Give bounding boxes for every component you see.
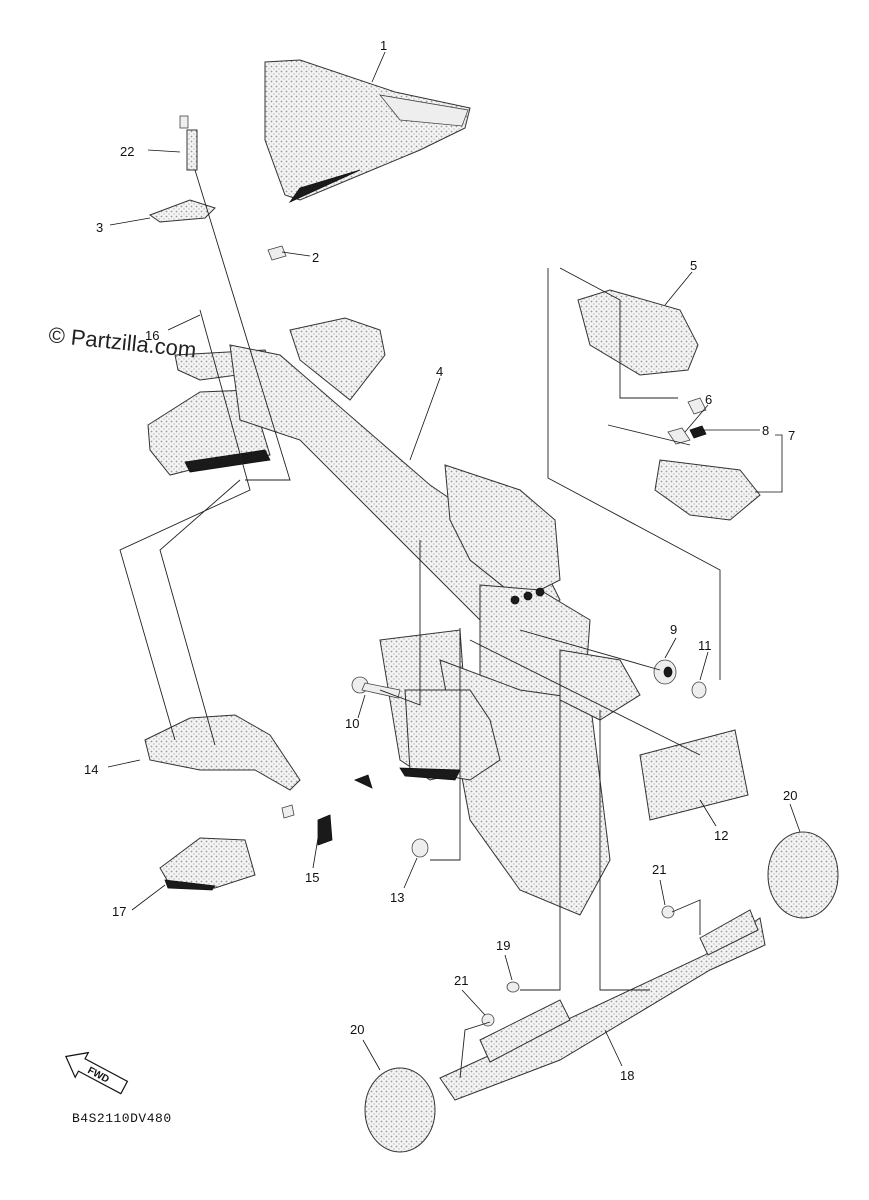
part-13-nut [411,838,429,858]
callout-7: 7 [788,428,795,443]
callout-17: 17 [112,904,126,919]
callout-2: 2 [312,250,319,265]
diagram-code: B4S2110DV480 [72,1111,172,1126]
part-7-tail-lamp-assembly [654,397,761,521]
callout-15: 15 [305,870,319,885]
forward-direction-arrow-icon: FWD [64,1051,129,1095]
callout-18: 18 [620,1068,634,1083]
part-11-nut [691,681,707,699]
leader-lines [107,51,801,1071]
callout-1: 1 [380,38,387,53]
callout-11: 11 [698,638,712,653]
part-17-bracket [159,837,256,891]
callout-3: 3 [96,220,103,235]
callout-10: 10 [345,716,359,731]
part-1-upper-cover [264,59,471,203]
part-9-bush [653,659,677,685]
callout-13: 13 [390,890,404,905]
part-21-bolt-right [661,905,675,919]
part-22-bolt [179,115,198,171]
part-18-flasher-stay [439,909,766,1101]
callout-19: 19 [496,938,510,953]
part-15-clip [281,774,373,846]
part-21-bolt-left [481,1013,495,1027]
callout-22: 22 [120,144,134,159]
callout-20-left: 20 [350,1022,364,1037]
partzilla-watermark: © Partzilla.com [47,322,197,362]
part-4-rear-frame [229,344,641,916]
part-5-tail-lamp-cover [577,289,699,376]
callout-14: 14 [84,762,98,777]
callout-6: 6 [705,392,712,407]
part-14-bracket [144,714,301,791]
callout-numbers: 1 2 3 22 16 4 5 6 8 7 9 11 10 12 14 15 1… [84,38,797,1083]
assembly-guide-lines [119,169,721,1079]
callout-20-right: 20 [783,788,797,803]
callout-21-right: 21 [652,862,666,877]
part-3-bracket [148,199,216,223]
part-20-flasher-light-right [767,831,839,919]
callout-5: 5 [690,258,697,273]
part-20-flasher-light-left [364,1067,436,1153]
callout-16: 16 [145,328,159,343]
callout-12: 12 [714,828,728,843]
part-12-reflector [639,729,749,821]
part-2-clip [267,245,287,261]
callout-8: 8 [762,423,769,438]
fwd-label: FWD [86,1065,111,1085]
callout-9: 9 [670,622,677,637]
callout-21-left: 21 [454,973,468,988]
part-19-screw [506,981,520,993]
callout-4: 4 [436,364,443,379]
